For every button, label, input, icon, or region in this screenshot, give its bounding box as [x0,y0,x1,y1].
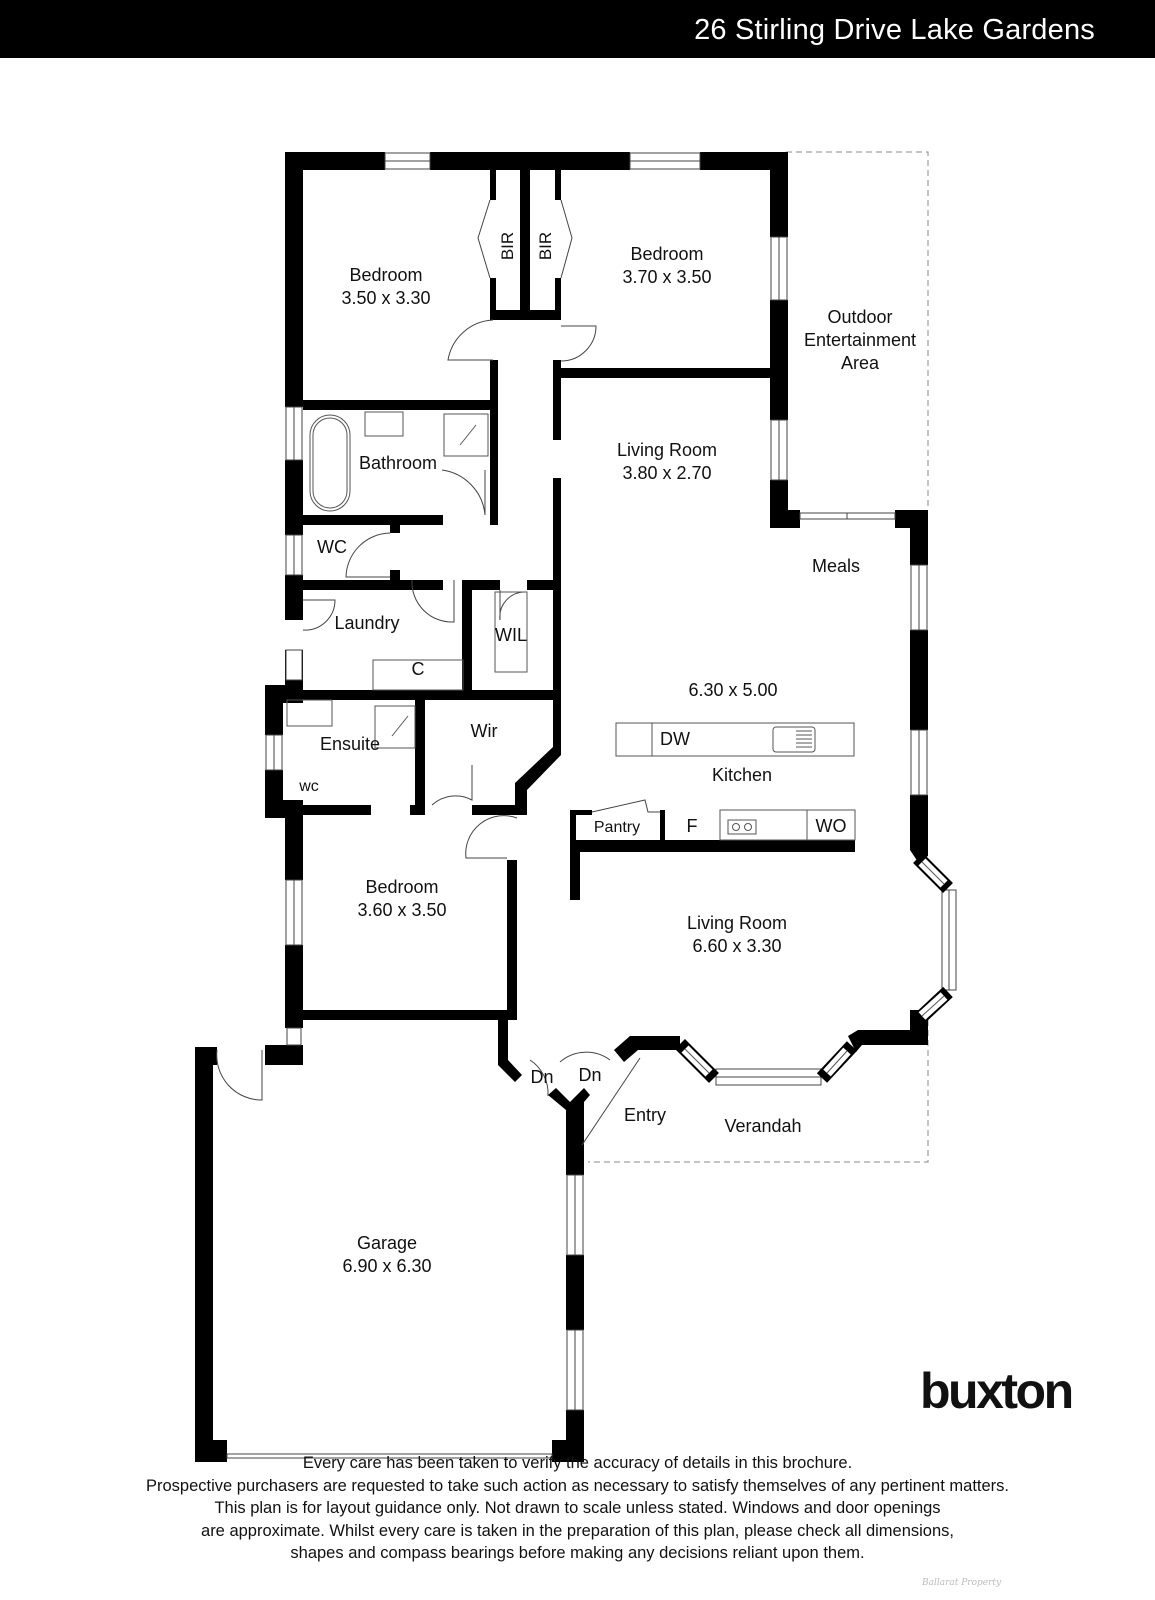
fridge-label: F [686,816,698,836]
room-living-2: Living Room 6.60 x 3.30 [687,912,787,958]
room-name: Bedroom [365,877,439,897]
disclaimer-line: This plan is for layout guidance only. N… [214,1499,941,1517]
bay-window-glazing-lines [684,861,945,1074]
step-down-1: Dn [530,1067,554,1087]
header-bar: 26 Stirling Drive Lake Gardens [0,0,1155,58]
room-wil: WIL [494,625,528,645]
room-living-1: Living Room 3.80 x 2.70 [617,439,717,485]
ensuite-wc-label: wc [299,778,319,795]
walls [195,152,928,1462]
room-meals: Meals [811,556,861,576]
room-name-line: Area [840,353,880,373]
watermark: Ballarat Property [922,1578,1002,1588]
kitchen-meals-dims: 6.30 x 5.00 [688,680,778,700]
room-name: Bedroom [349,265,423,285]
fixtures [286,411,856,841]
room-name-line: Entertainment [803,330,917,350]
outdoor-area-outline [588,151,929,1163]
cupboard-label: C [411,659,425,679]
bir-doors [477,199,573,279]
room-dims: 3.70 x 3.50 [622,267,712,287]
room-name: Living Room [686,913,788,933]
room-dims: 6.90 x 6.30 [342,1256,432,1276]
room-name: Garage [356,1233,418,1253]
room-pantry: Pantry [593,819,641,836]
room-kitchen: Kitchen [711,765,773,785]
doors [216,319,641,1146]
disclaimer-line: Prospective purchasers are requested to … [145,1476,1009,1495]
sink-lines [796,730,812,748]
room-entry: Entry [623,1105,667,1125]
room-laundry: Laundry [334,613,400,633]
room-outdoor-entertainment: Outdoor Entertainment Area [804,306,916,375]
room-bir-2: BIR [536,231,556,261]
room-dims: 3.50 x 3.30 [341,288,431,308]
room-ensuite: Ensuite [319,734,381,754]
room-bir-1: BIR [498,231,518,261]
room-verandah: Verandah [724,1116,802,1136]
room-name-line: Outdoor [827,307,893,327]
room-dims: 3.80 x 2.70 [622,463,712,483]
disclaimer: Every care has been taken to verify the … [0,1452,1155,1565]
disclaimer-line: Every care has been taken to verify the … [302,1454,853,1472]
room-bedroom-1: Bedroom 3.50 x 3.30 [341,264,430,310]
disclaimer-line: are approximate. Whilst every care is ta… [201,1521,954,1540]
pantry-walls [570,810,665,842]
buxton-logo: buxton [920,1363,1074,1419]
step-down-2: Dn [578,1065,602,1085]
room-bedroom-3: Bedroom 3.60 x 3.50 [357,876,446,922]
dishwasher-label: DW [660,729,690,749]
wall-oven-label: WO [815,816,847,836]
room-bedroom-2: Bedroom 3.70 x 3.50 [622,243,711,289]
room-name: Bedroom [630,244,704,264]
room-bathroom: Bathroom [358,453,438,473]
windows [226,152,957,1459]
pantry-door [591,799,660,813]
property-address-title: 26 Stirling Drive Lake Gardens [694,14,1095,46]
room-name: Living Room [616,440,718,460]
room-wc: WC [317,537,347,557]
room-wir: Wir [470,721,498,741]
room-garage: Garage 6.90 x 6.30 [342,1232,431,1278]
disclaimer-line: shapes and compass bearings before makin… [290,1544,865,1562]
room-dims: 6.60 x 3.30 [692,936,782,956]
room-dims: 3.60 x 3.50 [357,900,447,920]
